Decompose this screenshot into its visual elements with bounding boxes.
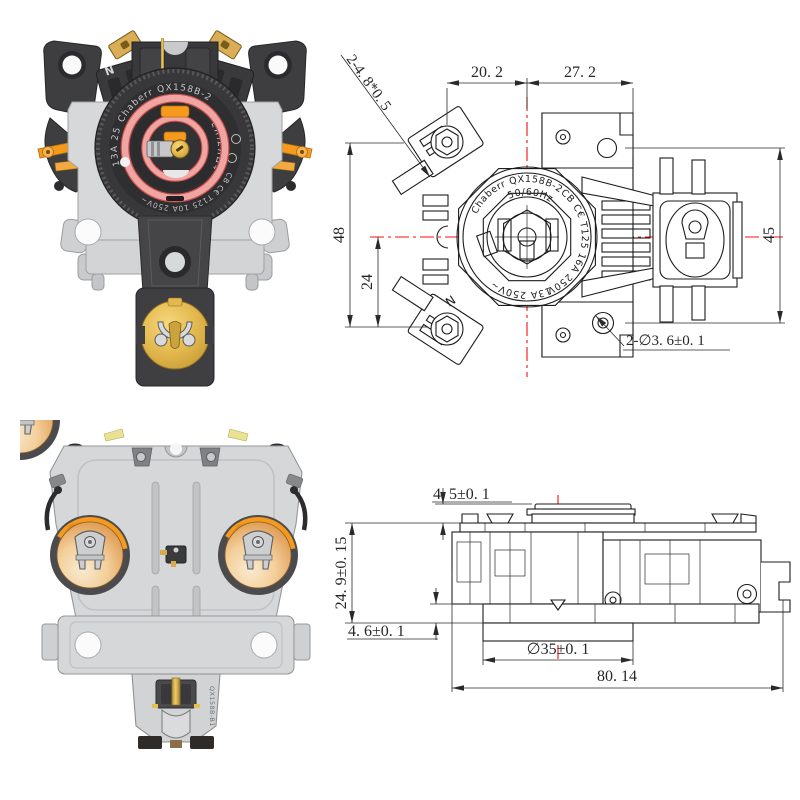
front-render-svg: Chaberr QX158B-2 50/60Hz 13A 250V~ CB C€… xyxy=(20,10,313,387)
adjust-screw xyxy=(549,599,567,611)
disc-tongue xyxy=(168,321,182,349)
stem-hole xyxy=(165,252,185,272)
right-hook-bracket xyxy=(761,561,791,613)
mount-hole-right xyxy=(248,218,276,246)
top-view-drawing: N Chaberr QX158B-2 50/60Hz xyxy=(330,45,795,385)
plate-hole-right xyxy=(250,631,278,659)
yellow-tab-right xyxy=(227,428,249,442)
top-drawing-svg: N Chaberr QX158B-2 50/60Hz xyxy=(331,52,785,377)
dim-20-2: 20. 2 xyxy=(446,64,528,125)
dim-45: 45 xyxy=(625,147,785,324)
index-dot xyxy=(120,157,130,167)
svg-text:24: 24 xyxy=(359,274,376,290)
front-view-render: Chaberr QX158B-2 50/60Hz 13A 250V~ CB C€… xyxy=(20,10,320,395)
bottom-right-plate xyxy=(541,301,634,358)
svg-text:4. 6±0. 1: 4. 6±0. 1 xyxy=(348,623,405,640)
foot-left xyxy=(138,736,162,749)
foot-right xyxy=(190,736,214,749)
dim-48: 48 xyxy=(331,142,428,328)
top-u-notch xyxy=(162,42,188,55)
orange-window-inner xyxy=(163,131,187,142)
dim-27-2: 27. 2 xyxy=(527,64,634,157)
svg-text:80. 14: 80. 14 xyxy=(597,668,637,685)
dim-80-14: 80. 14 xyxy=(451,570,784,692)
left-terminal-fingers xyxy=(422,194,449,285)
callout-hole: 2-∅3. 6±0. 1 xyxy=(595,315,730,351)
back-render-svg: QX158B-B1 xyxy=(20,420,311,749)
stem-gold-pin xyxy=(171,677,181,706)
svg-text:24. 9±0. 15: 24. 9±0. 15 xyxy=(335,537,350,610)
svg-text:45: 45 xyxy=(761,227,778,243)
gold-pin xyxy=(161,38,164,76)
top-right-plate xyxy=(541,112,634,169)
dim-phi35: ∅35±0. 1 xyxy=(482,630,634,665)
yellow-tab-left xyxy=(103,428,125,442)
hook-claw xyxy=(54,181,64,191)
svg-text:48: 48 xyxy=(331,227,348,243)
svg-text:2-4. 8*0. 5: 2-4. 8*0. 5 xyxy=(343,52,394,114)
dim-4-5: 4. 5±0. 1 xyxy=(432,486,532,540)
callout-slot: 2-4. 8*0. 5 xyxy=(340,52,431,178)
plate-hole-left xyxy=(74,631,102,659)
body-detail-lines xyxy=(456,532,701,612)
spring-band xyxy=(161,708,191,739)
neutral-mark: N xyxy=(103,63,116,78)
side-view-drawing: 4. 5±0. 1 24. 9±0. 15 4. 6±0. 1 ∅35 xyxy=(335,450,795,750)
copper-contact-assembly xyxy=(20,420,60,460)
wing-hole xyxy=(62,55,82,75)
upper-left-bracket xyxy=(391,106,484,196)
vent-slots xyxy=(151,481,201,623)
spade-terminal-icon xyxy=(108,30,142,60)
dim-24: 24 xyxy=(359,237,381,327)
dim-24-9: 24. 9±0. 15 xyxy=(335,522,485,624)
dim-4-6: 4. 6±0. 1 xyxy=(347,588,485,640)
cert-mark-icon xyxy=(231,134,241,144)
right-bracket-assembly xyxy=(652,157,743,323)
svg-text:∅35±0. 1: ∅35±0. 1 xyxy=(527,641,590,658)
lower-hole-boss xyxy=(591,311,615,335)
upper-screw-boss xyxy=(596,137,618,159)
orange-window-outer xyxy=(160,105,190,118)
mount-hole-left xyxy=(74,218,102,246)
lower-left-bracket: N xyxy=(391,275,484,365)
svg-text:20. 2: 20. 2 xyxy=(471,64,503,81)
octagon-body xyxy=(456,166,598,308)
pink-ring-inner xyxy=(142,115,208,181)
svg-text:4. 5±0. 1: 4. 5±0. 1 xyxy=(433,486,490,503)
side-drawing-svg: 4. 5±0. 1 24. 9±0. 15 4. 6±0. 1 ∅35 xyxy=(335,486,791,692)
svg-text:27. 2: 27. 2 xyxy=(564,64,596,81)
side-body xyxy=(451,503,791,642)
svg-text:2-∅3. 6±0. 1: 2-∅3. 6±0. 1 xyxy=(626,333,705,349)
back-view-render: QX158B-B1 xyxy=(20,420,320,790)
model-code: QX158B-B1 xyxy=(208,686,216,727)
white-crescent xyxy=(163,170,189,178)
